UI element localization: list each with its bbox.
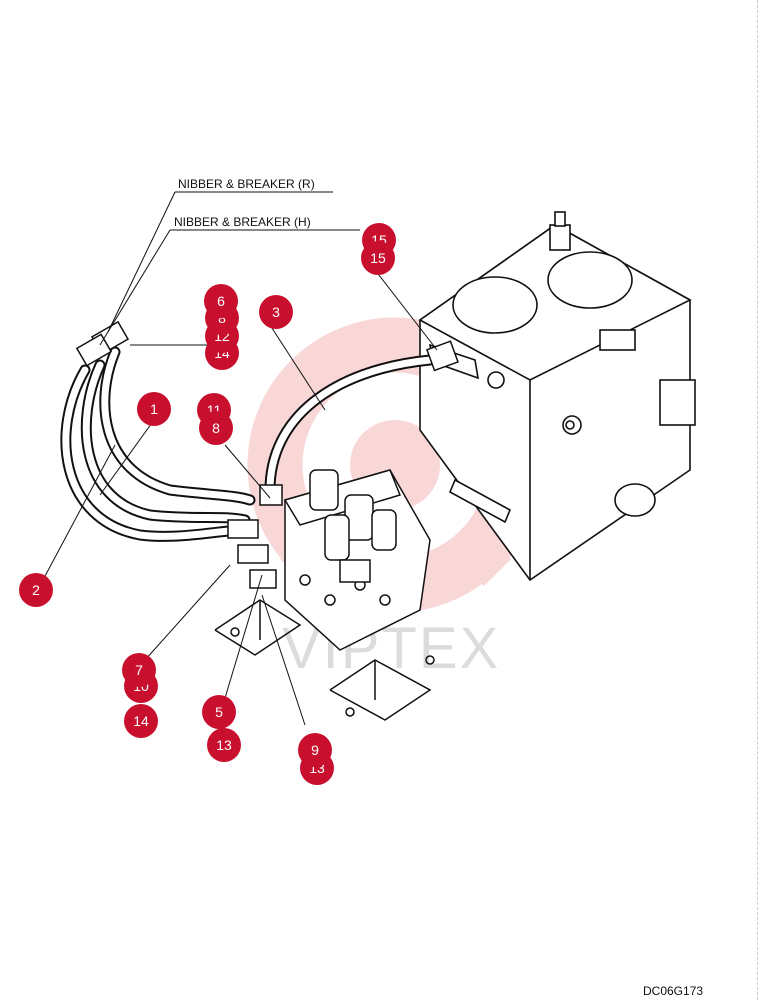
label-nibber-breaker-r: NIBBER & BREAKER (R) bbox=[178, 177, 315, 191]
callout-number: 8 bbox=[212, 420, 220, 436]
page-edge bbox=[757, 0, 764, 1000]
callout-circle bbox=[124, 704, 158, 738]
callout-c8a: 8 bbox=[199, 411, 233, 445]
callout-number: 6 bbox=[217, 293, 225, 309]
callout-c5: 5 bbox=[202, 695, 236, 729]
callout-number: 2 bbox=[32, 582, 40, 598]
callouts: 141286141071391315151181235 bbox=[19, 223, 396, 785]
callout-c14b: 14 bbox=[124, 704, 158, 738]
callout-circle bbox=[204, 284, 238, 318]
callout-number: 7 bbox=[135, 662, 143, 678]
callout-number: 3 bbox=[272, 304, 280, 320]
callout-circle bbox=[259, 295, 293, 329]
hose-fittings bbox=[75, 320, 459, 589]
callout-number: 15 bbox=[370, 250, 386, 266]
callout-number: 13 bbox=[216, 737, 232, 753]
control-valve bbox=[283, 469, 431, 651]
callout-circle bbox=[199, 411, 233, 445]
hydraulic-tank bbox=[418, 211, 696, 582]
callout-number: 14 bbox=[133, 713, 149, 729]
callout-c9: 9 bbox=[298, 733, 332, 767]
callout-circle bbox=[298, 733, 332, 767]
callout-number: 9 bbox=[311, 742, 319, 758]
callout-c6: 6 bbox=[204, 284, 238, 318]
callout-c2: 2 bbox=[19, 573, 53, 607]
callout-c15b: 15 bbox=[361, 241, 395, 275]
callout-c1: 1 bbox=[137, 392, 171, 426]
drawing-code: DC06G173 bbox=[643, 984, 703, 998]
callout-c13a: 13 bbox=[207, 728, 241, 762]
callout-number: 1 bbox=[150, 401, 158, 417]
mounting-bracket bbox=[214, 599, 435, 721]
callout-circle bbox=[137, 392, 171, 426]
callout-circle bbox=[19, 573, 53, 607]
callout-circle bbox=[207, 728, 241, 762]
callout-circle bbox=[122, 653, 156, 687]
callout-number: 5 bbox=[215, 704, 223, 720]
callout-circle bbox=[202, 695, 236, 729]
callout-number: 8 bbox=[218, 310, 226, 326]
callout-c3: 3 bbox=[259, 295, 293, 329]
callout-c7: 7 bbox=[122, 653, 156, 687]
callout-circle bbox=[361, 241, 395, 275]
label-nibber-breaker-h: NIBBER & BREAKER (H) bbox=[174, 215, 311, 229]
leader-lines bbox=[43, 191, 438, 726]
